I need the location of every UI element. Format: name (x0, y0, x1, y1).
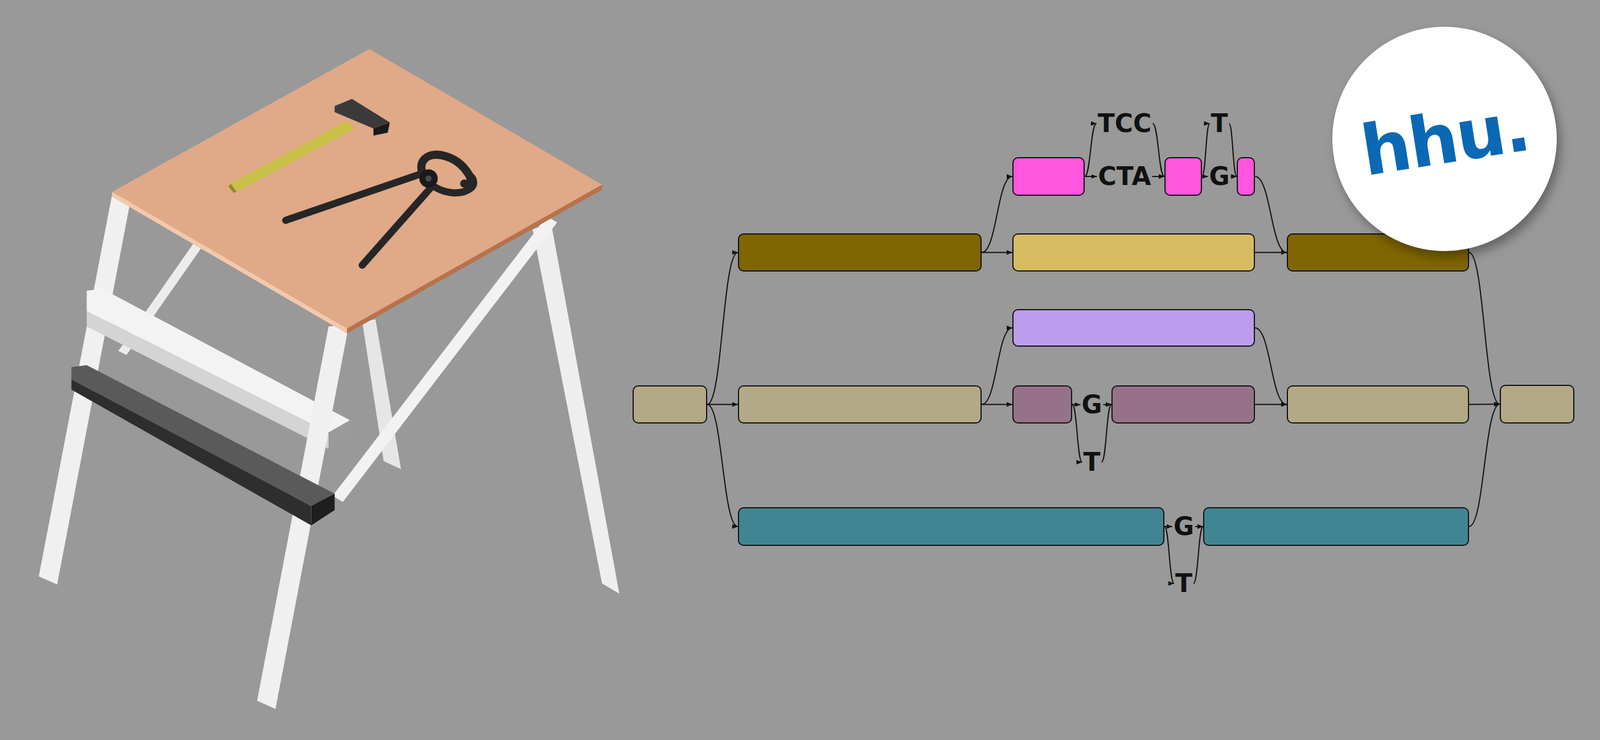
connector-arrow (1254, 404, 1287, 406)
pliers-handle (362, 185, 433, 266)
segment-box (1499, 384, 1575, 424)
segment-box (632, 385, 708, 424)
segment-box (737, 507, 1165, 547)
connector-arrow (1151, 175, 1165, 178)
hammer-head-top (334, 99, 391, 129)
sequence-text: T (1082, 449, 1101, 475)
connector-arrow (1072, 404, 1082, 463)
pliers-rivet (425, 175, 432, 182)
connector-arrow (1469, 252, 1500, 405)
dark-crossbar-end (311, 493, 335, 526)
connector-arrow (1201, 123, 1210, 177)
segment-box (1236, 157, 1255, 196)
connector-arrow (981, 252, 1013, 254)
connector-arrow (1101, 404, 1113, 463)
segment-box (1286, 385, 1470, 424)
sequence-text: T (1210, 111, 1228, 137)
allele-node: CTA (1097, 163, 1153, 190)
sequence-text: G (1081, 392, 1102, 418)
right-leg (532, 222, 619, 594)
allele-node: T (1081, 449, 1102, 475)
hammer-handle-end (228, 183, 237, 194)
sequence-text: G (1173, 514, 1195, 540)
connector-arrow (707, 404, 738, 528)
sequence-text: TCC (1097, 111, 1152, 137)
segment-box (1111, 385, 1255, 424)
segment-box (737, 385, 982, 424)
pliers-jaw (432, 175, 474, 194)
connector-arrow (1254, 327, 1287, 405)
allele-node: T (1209, 111, 1229, 137)
segment-box (1203, 507, 1470, 547)
connector-arrow (707, 252, 738, 405)
connector-arrow (1229, 123, 1238, 177)
pliers-pivot (419, 169, 438, 188)
connector-arrow (981, 327, 1013, 405)
allele-node: T (1174, 571, 1194, 597)
allele-node: TCC (1096, 111, 1154, 137)
connector-arrow (707, 404, 738, 406)
connector-arrow (1084, 175, 1098, 178)
allele-node: G (1172, 514, 1196, 540)
hammer-head (373, 122, 391, 136)
connector-arrow (1164, 526, 1175, 584)
connector-arrow (1254, 252, 1287, 254)
connector-arrow (981, 176, 1013, 253)
logo-badge: hhu. (1332, 26, 1557, 252)
allele-node: G (1207, 163, 1231, 190)
connector-arrow (1193, 526, 1204, 584)
sequence-text: G (1208, 163, 1230, 190)
dark-crossbar (71, 379, 311, 526)
connector-arrow (1469, 404, 1500, 527)
allele-node: G (1080, 392, 1103, 418)
sequence-text: CTA (1098, 163, 1152, 190)
connector-arrow (981, 404, 1013, 406)
segment-box (1164, 157, 1202, 196)
segment-box (1012, 385, 1073, 424)
pliers-handle (285, 173, 423, 221)
segment-box (737, 233, 982, 272)
hammer-handle (230, 120, 356, 192)
connector-arrow (1084, 123, 1097, 177)
connector-arrow (1254, 176, 1287, 253)
connector-arrow (1469, 403, 1500, 406)
logo-text: hhu. (1355, 85, 1534, 192)
connector-arrow (1152, 123, 1165, 177)
segment-box (1012, 233, 1255, 272)
segment-box (1012, 309, 1255, 347)
dark-crossbar-top (71, 365, 335, 507)
tabletop (112, 48, 602, 329)
light-crossbar-end (328, 420, 351, 449)
segment-box (1012, 157, 1085, 196)
sequence-text: T (1175, 571, 1193, 597)
